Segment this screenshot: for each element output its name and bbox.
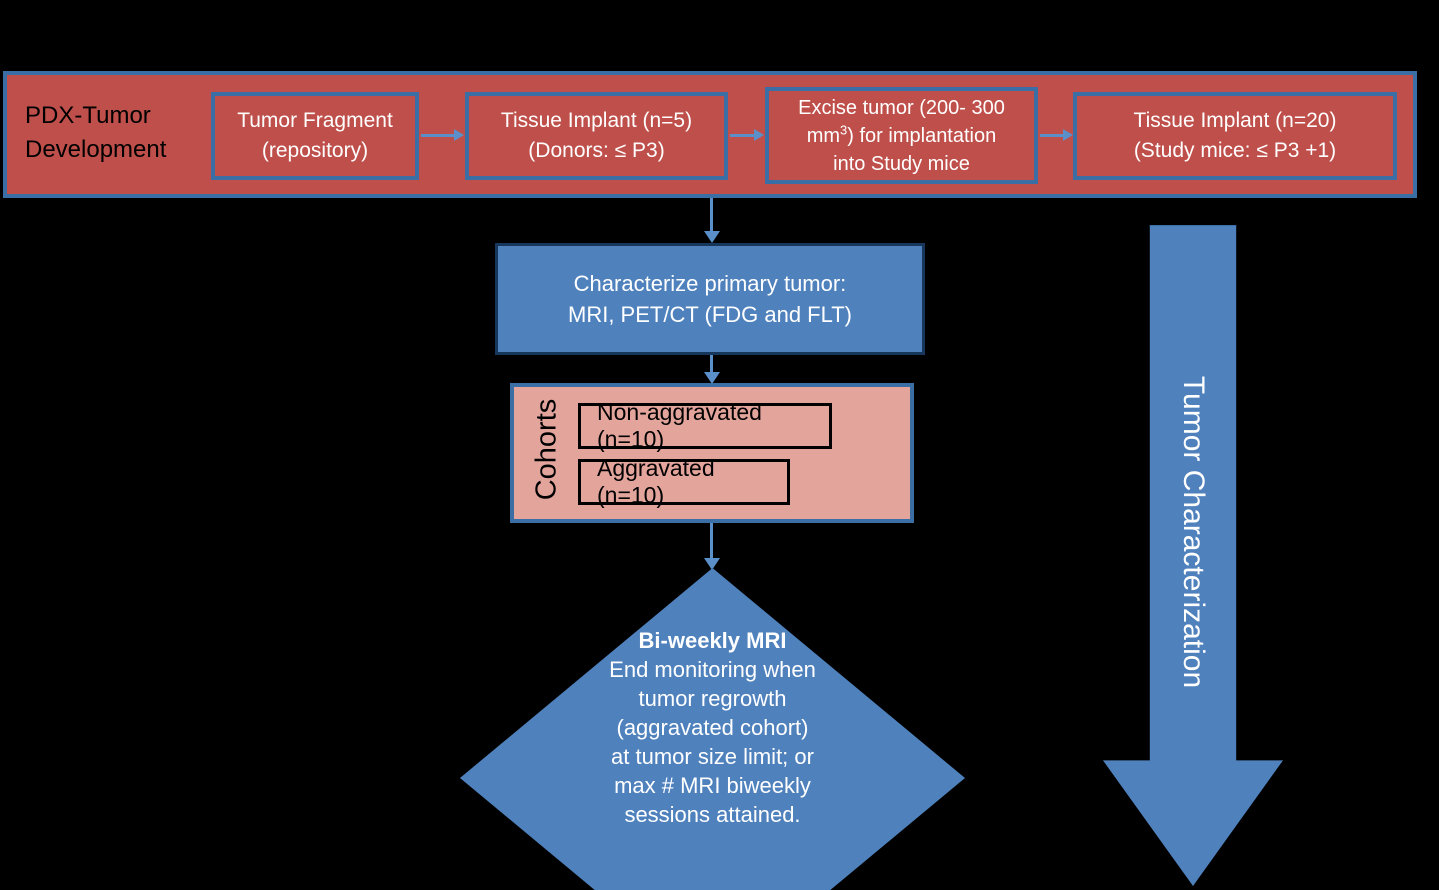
step-line-1: Tumor Fragment [237,109,393,132]
connector-arrow-down-2 [703,355,720,384]
cohort-item-aggravated: Aggravated (n=10) [578,455,790,508]
step-box-excise-tumor: Excise tumor (200- 300 mm3) for implanta… [765,87,1038,184]
step-box-tissue-implant-study-mice: Tissue Implant (n=20) (Study mice: ≤ P3 … [1073,92,1397,180]
step-line-2: (Donors: ≤ P3) [528,139,665,162]
step-box-excise-tumor-text: Excise tumor (200- 300 mm3) for implanta… [798,94,1005,178]
superscript-exponent: 3 [840,121,848,137]
step-line-2-prefix: mm [806,124,841,147]
decision-line-2: tumor regrowth [638,686,787,711]
decision-line-5: max # MRI biweekly [614,773,811,798]
decision-line-4: at tumor size limit; or [611,744,814,769]
bi-weekly-mri-decision: Bi-weekly MRI End monitoring when tumor … [460,568,965,890]
decision-text: Bi-weekly MRI End monitoring when tumor … [460,626,965,829]
decision-line-6: sessions attained. [624,802,801,827]
phase-arrow-label: Tumor Characterization [1177,375,1210,689]
step-box-tissue-implant-donors-text: Tissue Implant (n=5) (Donors: ≤ P3) [501,106,692,166]
decision-header: Bi-weekly MRI [638,628,787,653]
characterize-line-1: Characterize primary tumor: [573,271,847,296]
characterize-primary-tumor-box: Characterize primary tumor: MRI, PET/CT … [495,243,925,355]
cohorts-label: Cohorts [530,398,563,501]
step-box-tumor-fragment: Tumor Fragment (repository) [211,92,419,180]
step-box-tissue-implant-donors: Tissue Implant (n=5) (Donors: ≤ P3) [465,92,728,180]
cohort-item-label: Non-aggravated (n=10) [597,399,762,452]
step-line-1: Excise tumor (200- 300 [798,96,1005,119]
cohort-item-label: Aggravated (n=10) [597,455,715,508]
step-line-3: into Study mice [833,152,970,175]
characterize-primary-tumor-text: Characterize primary tumor: MRI, PET/CT … [568,268,852,330]
step-line-2: (repository) [261,139,369,162]
connector-arrow-right-2 [730,129,764,141]
tumor-characterization-phase-arrow: Tumor Characterization [1103,225,1283,886]
step-line-2-suffix: ) for implantation [847,124,997,147]
characterize-line-2: MRI, PET/CT (FDG and FLT) [568,302,852,327]
connector-arrow-down-3 [703,523,720,570]
decision-line-1: End monitoring when [609,657,816,682]
connector-arrow-down-1 [703,198,720,243]
step-line-2: (Study mice: ≤ P3 +1) [1133,139,1337,162]
cohorts-box: Cohorts Non-aggravated (n=10) Aggravated… [510,383,914,523]
step-line-1: Tissue Implant (n=20) [1133,109,1337,132]
connector-arrow-right-1 [421,129,464,141]
band-title: PDX-Tumor Development [25,102,167,163]
step-box-tissue-implant-study-mice-text: Tissue Implant (n=20) (Study mice: ≤ P3 … [1134,106,1337,166]
decision-line-3: (aggravated cohort) [616,715,809,740]
step-box-tumor-fragment-text: Tumor Fragment (repository) [237,106,393,166]
step-line-1: Tissue Implant (n=5) [500,109,693,132]
connector-arrow-right-3 [1040,129,1073,141]
cohort-item-non-aggravated: Non-aggravated (n=10) [578,399,832,452]
